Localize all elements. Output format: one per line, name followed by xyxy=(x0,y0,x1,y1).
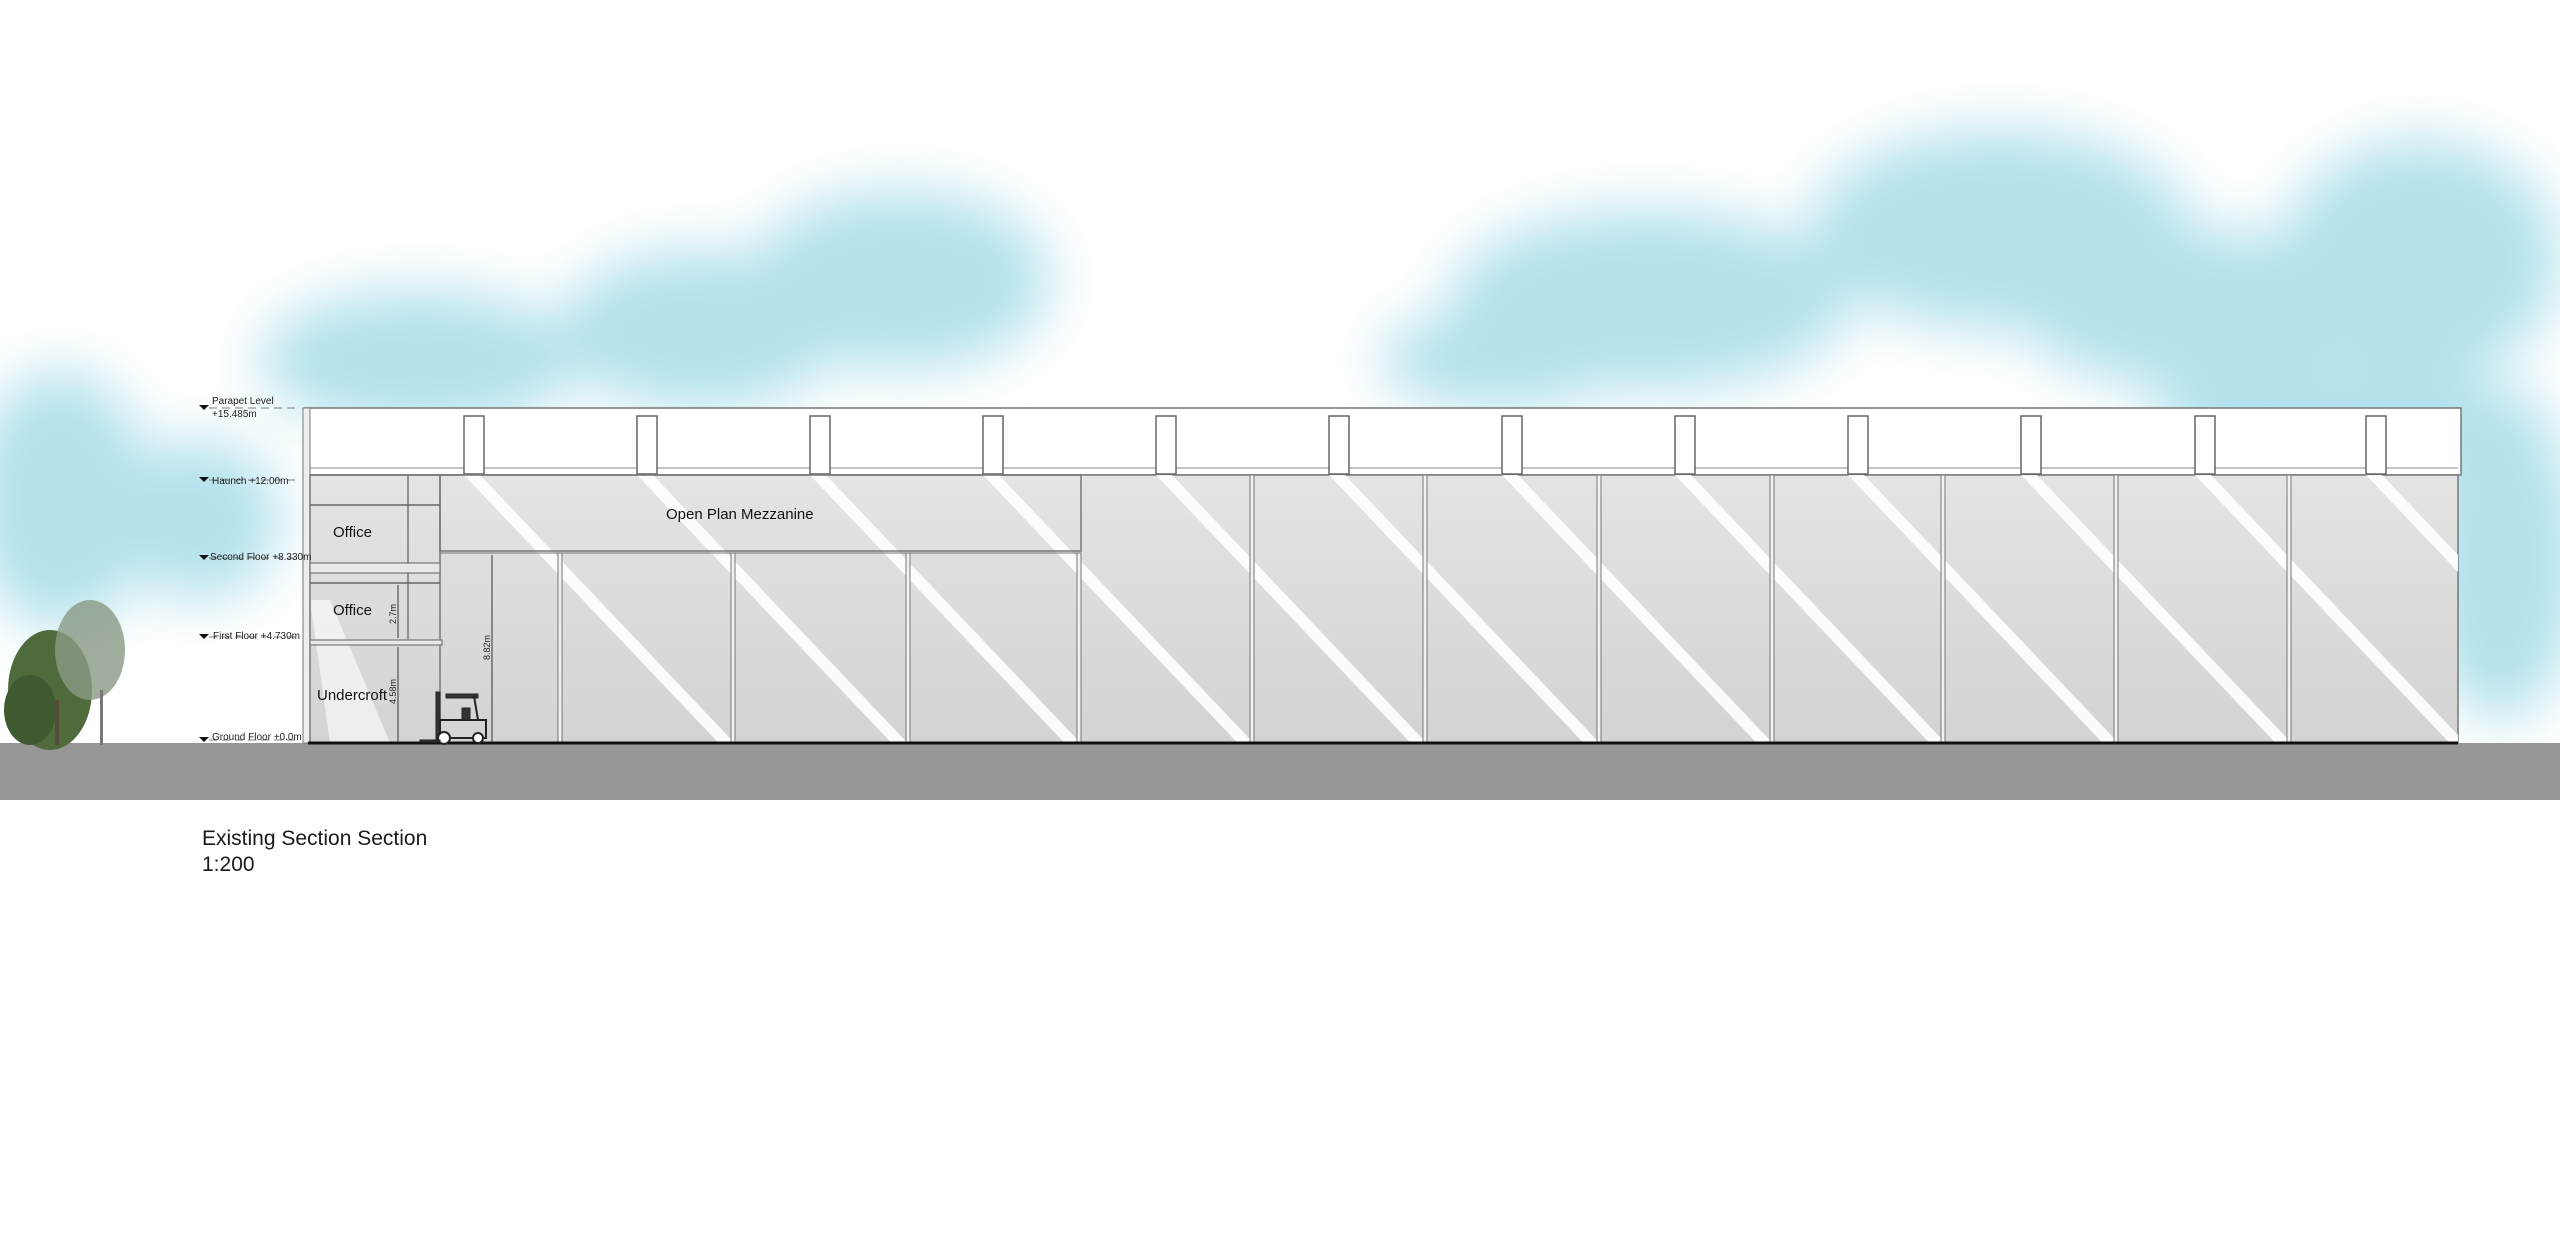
forklift-icon xyxy=(419,691,487,745)
dim-office-height: 2.7m xyxy=(388,604,398,624)
drawing-caption: Existing Section Section 1:200 xyxy=(202,826,427,878)
level-markers xyxy=(199,405,295,742)
rooflight xyxy=(982,415,1004,475)
level-triangle-icon xyxy=(199,555,209,560)
light-shaft xyxy=(810,475,1081,743)
level-triangle-icon xyxy=(199,634,209,639)
room-office-lower: Office xyxy=(333,602,372,619)
drawing-scale: 1:200 xyxy=(202,853,255,876)
level-triangle-icon xyxy=(199,405,209,410)
dim-mezzanine-clearance: 8.82m xyxy=(482,635,492,660)
light-shaft xyxy=(1156,475,1427,743)
column xyxy=(1596,474,1602,744)
building-section xyxy=(302,407,2462,745)
light-shaft xyxy=(1502,475,1773,743)
rooflight xyxy=(2020,415,2042,475)
drawing-title: Existing Section Section xyxy=(202,827,428,850)
column xyxy=(905,552,911,744)
roof-void xyxy=(304,407,2462,476)
column xyxy=(1769,474,1775,744)
column xyxy=(2113,474,2119,744)
rooflight xyxy=(809,415,831,475)
rooflight xyxy=(1847,415,1869,475)
rooflight xyxy=(1328,415,1350,475)
rooflight xyxy=(636,415,658,475)
light-shaft xyxy=(983,475,1254,743)
room-undercroft: Undercroft xyxy=(317,687,388,704)
level-second-floor: Second Floor +8.330m xyxy=(210,552,311,563)
room-mezzanine: Open Plan Mezzanine xyxy=(666,506,814,523)
column xyxy=(557,552,563,744)
level-parapet-name: Parapet Level xyxy=(212,396,274,407)
column xyxy=(1422,474,1428,744)
mezzanine xyxy=(439,474,1082,552)
rooflight xyxy=(2365,415,2387,475)
level-triangle-icon xyxy=(199,477,209,482)
rooflight xyxy=(1155,415,1177,475)
column xyxy=(730,552,736,744)
light-shaft xyxy=(1848,475,2119,743)
cloud xyxy=(750,190,1050,370)
level-ground-floor: Ground Floor +0.0m xyxy=(212,732,302,743)
first-floor-slab xyxy=(309,639,443,646)
light-shaft xyxy=(637,475,908,743)
light-shaft xyxy=(2195,475,2458,743)
light-shaft xyxy=(2021,475,2292,743)
rooflight xyxy=(1501,415,1523,475)
tree-icon xyxy=(4,600,125,750)
cloud xyxy=(0,370,150,630)
dimension-lines xyxy=(397,555,493,742)
light-shaft xyxy=(310,600,390,743)
level-haunch: Haunch +12.00m xyxy=(212,476,288,487)
level-triangle-icon xyxy=(199,737,209,742)
room-office-upper: Office xyxy=(333,524,372,541)
rooflight xyxy=(2194,415,2216,475)
cloud xyxy=(2280,140,2560,380)
cloud xyxy=(1380,310,1620,410)
rooflight xyxy=(1674,415,1696,475)
second-floor-slab xyxy=(309,562,441,574)
light-shaft xyxy=(2366,475,2458,572)
column xyxy=(1076,552,1082,744)
light-shaft xyxy=(464,475,735,743)
level-first-floor: First Floor +4.730m xyxy=(213,631,300,642)
column xyxy=(1940,474,1946,744)
rooflight xyxy=(463,415,485,475)
light-shaft xyxy=(1675,475,1946,743)
light-shaft xyxy=(1329,475,1600,743)
cloud xyxy=(260,290,580,430)
cloud xyxy=(120,440,280,600)
ground xyxy=(0,743,2560,800)
level-parapet-value: +15.485m xyxy=(212,409,257,420)
dim-undercroft-height: 4.58m xyxy=(388,679,398,704)
column xyxy=(1249,474,1255,744)
column xyxy=(2286,474,2292,744)
external-wall xyxy=(302,407,311,744)
